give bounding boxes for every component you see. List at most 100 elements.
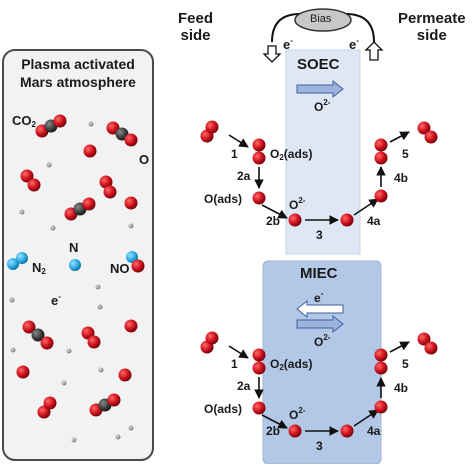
oxygen-atom bbox=[87, 335, 101, 349]
soec-step-3: 3 bbox=[316, 228, 323, 242]
oxygen-atom bbox=[417, 121, 431, 135]
electron bbox=[88, 121, 94, 127]
plasma-panel bbox=[2, 49, 154, 461]
oxygen-atom bbox=[340, 213, 354, 227]
plasma-panel-title: Plasma activated Mars atmosphere bbox=[3, 55, 153, 91]
oxygen-atom bbox=[374, 348, 388, 362]
miec-step-2b: 2b bbox=[266, 424, 281, 438]
oxygen-atom bbox=[374, 361, 388, 375]
electron-down-arrow bbox=[262, 45, 282, 63]
oxygen-atom bbox=[43, 396, 57, 410]
oxygen-atom bbox=[252, 191, 266, 205]
step-2b-arrow bbox=[261, 204, 288, 219]
oxygen-atom bbox=[288, 213, 302, 227]
soec-title: SOEC bbox=[297, 56, 340, 73]
oxygen-atom bbox=[340, 424, 354, 438]
bias-label: Bias bbox=[310, 13, 332, 25]
oxygen-atom bbox=[252, 348, 266, 362]
miec-o2minus-label: O2- bbox=[289, 406, 306, 422]
soec-step-2a: 2a bbox=[237, 169, 251, 183]
oxygen-atom bbox=[131, 259, 145, 273]
electron bbox=[71, 437, 77, 443]
oxygen-atom bbox=[374, 151, 388, 165]
oxygen-atom bbox=[124, 319, 138, 333]
step-4a-arrow bbox=[353, 198, 379, 216]
soec-o2minus-label: O2- bbox=[289, 196, 306, 212]
miec-step-2a: 2a bbox=[237, 379, 251, 393]
nitrogen-label: N bbox=[69, 240, 79, 255]
oxygen-atom bbox=[205, 120, 219, 134]
oxygen-atom bbox=[374, 138, 388, 152]
oxygen-atom bbox=[22, 320, 36, 334]
miec-pathway bbox=[200, 331, 438, 438]
soec-oads-label: O(ads) bbox=[204, 192, 243, 206]
soec-step-2b: 2b bbox=[266, 214, 281, 228]
oxygen-atom bbox=[252, 151, 266, 165]
oxygen-atom bbox=[40, 336, 54, 350]
e-left-label: e- bbox=[283, 36, 293, 52]
plasma-title-line1: Plasma activated bbox=[21, 56, 135, 72]
bias-wire-right bbox=[345, 13, 375, 43]
oxygen-label: O bbox=[139, 152, 150, 167]
miec-step-3: 3 bbox=[316, 439, 323, 453]
oxygen-atom bbox=[252, 401, 266, 415]
miec-step-4b: 4b bbox=[394, 381, 409, 395]
nitrogen-atom bbox=[69, 259, 81, 271]
oxygen-atom bbox=[103, 185, 117, 199]
oxygen-atom bbox=[83, 144, 97, 158]
feed-side-label: Feed side bbox=[178, 10, 214, 44]
oxygen-atom bbox=[417, 332, 431, 346]
oxygen-atom bbox=[53, 114, 67, 128]
soec-step-5: 5 bbox=[402, 147, 409, 161]
step-1-arrow bbox=[228, 134, 249, 148]
oxygen-atom bbox=[20, 169, 34, 183]
miec-electron-arrow bbox=[296, 299, 344, 319]
oxygen-atom bbox=[288, 424, 302, 438]
oxygen-atom bbox=[424, 130, 438, 144]
oxygen-atom bbox=[424, 341, 438, 355]
soec-step-1: 1 bbox=[231, 147, 238, 161]
miec-ion-label: O2- bbox=[314, 333, 331, 349]
electron bbox=[50, 225, 56, 231]
nitrogen-atom bbox=[7, 258, 19, 270]
electron bbox=[128, 425, 134, 431]
plasma-molecules bbox=[7, 114, 145, 443]
electron bbox=[66, 348, 72, 354]
electron-up-arrow bbox=[364, 41, 384, 61]
step-2b-arrow bbox=[261, 414, 288, 429]
oxygen-atom bbox=[118, 368, 132, 382]
step-4a-arrow bbox=[353, 409, 379, 427]
electron bbox=[9, 297, 15, 303]
miec-step-1: 1 bbox=[231, 357, 238, 371]
n2-label: N2 bbox=[32, 260, 46, 276]
electron bbox=[97, 304, 103, 310]
oxygen-atom bbox=[99, 175, 113, 189]
miec-title: MIEC bbox=[300, 265, 338, 282]
oxygen-atom bbox=[374, 189, 388, 203]
electron-label: e- bbox=[51, 292, 61, 308]
step-5-arrow bbox=[389, 131, 410, 143]
electron bbox=[61, 380, 67, 386]
oxygen-atom bbox=[124, 133, 138, 147]
plasma-title-line2: Mars atmosphere bbox=[20, 74, 136, 90]
oxygen-atom bbox=[252, 138, 266, 152]
miec-step-5: 5 bbox=[402, 357, 409, 371]
miec-ion-arrow bbox=[296, 314, 344, 334]
oxygen-atom bbox=[107, 393, 121, 407]
oxygen-atom bbox=[124, 196, 138, 210]
electron bbox=[46, 162, 52, 168]
nitrogen-atom bbox=[16, 252, 28, 264]
electron bbox=[115, 434, 121, 440]
oxygen-atom bbox=[374, 400, 388, 414]
miec-step-4a: 4a bbox=[367, 424, 381, 438]
electron bbox=[95, 284, 101, 290]
step-5-arrow bbox=[389, 341, 410, 353]
step-1-arrow bbox=[228, 345, 249, 359]
oxygen-atom bbox=[16, 365, 30, 379]
oxygen-atom bbox=[205, 331, 219, 345]
electron bbox=[98, 367, 104, 373]
miec-electron-label: e- bbox=[314, 289, 324, 305]
co2-label: CO2 bbox=[12, 113, 36, 129]
